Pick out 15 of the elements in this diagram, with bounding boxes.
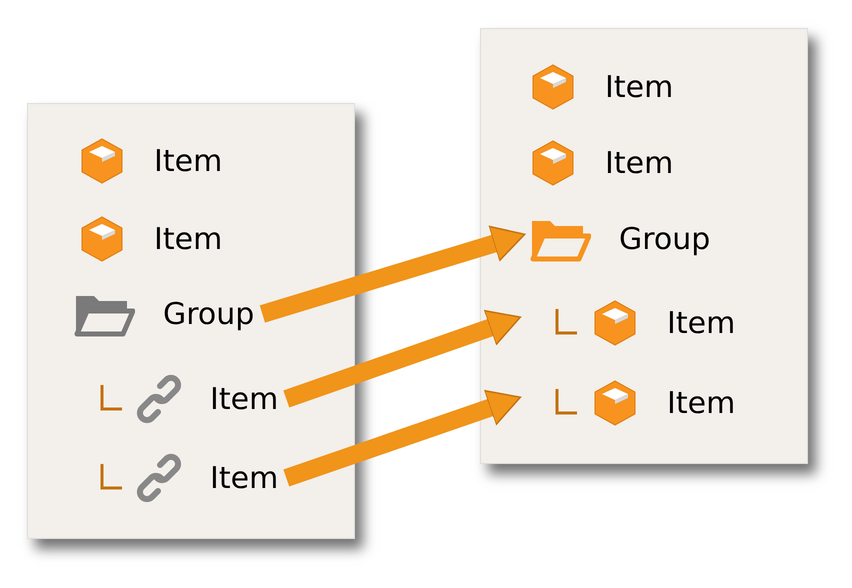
item-label: Item: [154, 222, 222, 256]
arrow: [260, 226, 526, 323]
item-label: Item: [667, 386, 736, 420]
arrow: [283, 390, 522, 487]
arrow: [283, 310, 522, 408]
list-panel: [27, 103, 355, 539]
item-label: Group: [619, 222, 710, 256]
item-label: Item: [210, 460, 278, 496]
list-panel: [480, 28, 808, 464]
item-label: Item: [605, 70, 674, 104]
item-label: Group: [163, 296, 254, 332]
item-label: Item: [605, 146, 674, 180]
item-label: Item: [154, 144, 222, 178]
item-label: Item: [210, 382, 278, 416]
item-label: Item: [667, 306, 736, 340]
